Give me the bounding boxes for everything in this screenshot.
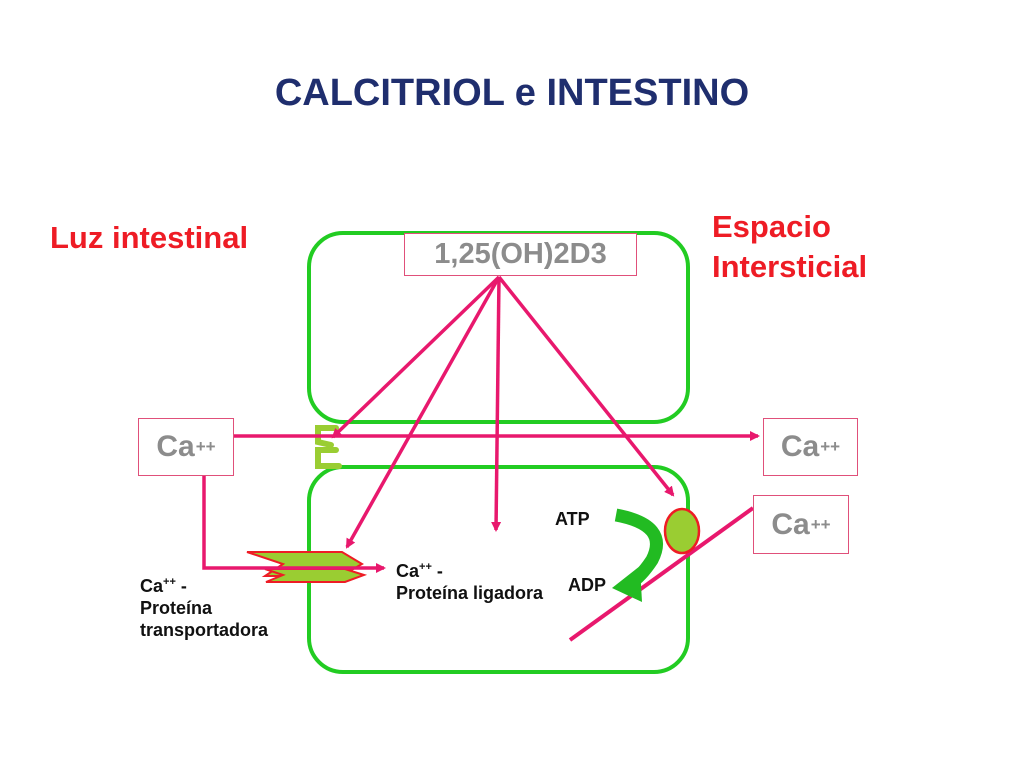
calcium-pump [663, 507, 701, 555]
binding-protein-name: Proteína ligadora [396, 583, 544, 603]
calcium-interstitial-2-charge: ++ [810, 514, 831, 534]
transport-protein-name-line-1: Proteína [140, 598, 213, 618]
calcium-interstitial-2-base: Ca [771, 507, 810, 541]
interstitial-label-line-1: Espacio [712, 209, 831, 244]
lumen-to-transporter-arrow [202, 476, 386, 573]
calcium-interstitial-box-1: Ca++ [763, 418, 858, 476]
junction-channel-lower [315, 447, 342, 469]
hormone-arrow-binding-protein [491, 276, 502, 532]
calcium-lumen-box: Ca++ [138, 418, 234, 476]
transport-protein-ion-charge: ++ [163, 576, 176, 588]
calcium-lumen-charge: ++ [195, 437, 216, 456]
binding-protein-ion-charge: ++ [419, 561, 432, 573]
binding-protein-ion-base: Ca [396, 561, 420, 581]
binding-protein-label: Ca++ - Proteína ligadora [396, 556, 543, 604]
transport-protein-ion-base: Ca [140, 576, 164, 596]
calcium-interstitial-1-charge: ++ [820, 437, 841, 456]
hormone-arrow-transporter [345, 276, 501, 549]
atp-label: ATP [555, 509, 590, 529]
atp-adp-arrowhead [612, 566, 642, 602]
basolateral-membrane [568, 506, 755, 642]
interstitial-label-line-2: Intersticial [712, 249, 868, 284]
transport-protein-name-line-2: transportadora [140, 620, 269, 640]
page-title: CALCITRIOL e INTESTINO [274, 72, 750, 114]
calcium-interstitial-box-2: Ca++ [753, 495, 849, 554]
lumen-label: Luz intestinal [50, 220, 249, 255]
hormone-box: 1,25(OH)2D3 [404, 233, 637, 276]
calcium-lumen-base: Ca [156, 430, 195, 463]
transport-protein-label: Ca++ - Proteína transportadora [140, 571, 268, 641]
transport-protein-ion: Ca++ - [140, 576, 187, 596]
hormone-arrow-pump [497, 275, 675, 497]
interstitial-label: Espacio Intersticial [712, 207, 867, 287]
transport-protein-bottom [264, 568, 368, 583]
calcium-interstitial-1-base: Ca [780, 430, 820, 463]
adp-label: ADP [568, 575, 607, 595]
binding-protein-ion: Ca++ - [396, 561, 443, 581]
hormone-arrow-channel [331, 275, 501, 439]
